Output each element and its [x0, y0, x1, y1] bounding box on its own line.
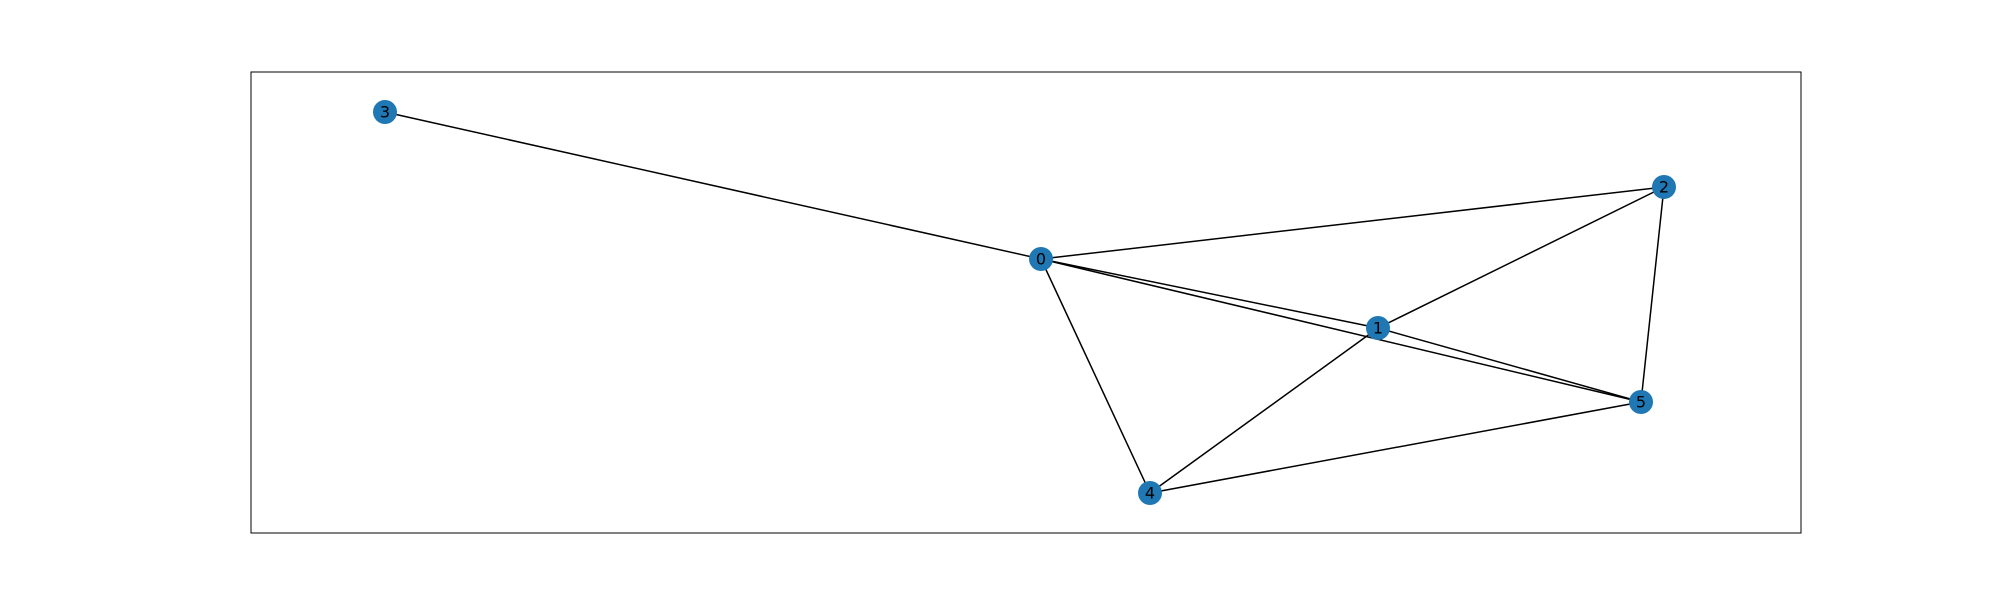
node-label: 3 [380, 103, 390, 122]
edge-0-3 [384, 111, 1042, 260]
node-circle [1366, 316, 1390, 340]
edge-2-5 [1640, 186, 1665, 403]
nodes-layer: 0 1 2 3 4 5 [373, 100, 1676, 505]
edge-1-4 [1149, 327, 1379, 494]
node-label: 2 [1659, 178, 1669, 197]
node-1: 1 [1366, 316, 1390, 340]
node-label: 5 [1636, 393, 1646, 412]
node-4: 4 [1138, 481, 1162, 505]
node-circle [1652, 175, 1676, 199]
node-5: 5 [1629, 390, 1653, 414]
node-circle [1029, 247, 1053, 271]
edge-1-5 [1377, 327, 1642, 403]
node-label: 1 [1373, 319, 1383, 338]
edge-0-1 [1040, 258, 1379, 329]
node-3: 3 [373, 100, 397, 124]
node-2: 2 [1652, 175, 1676, 199]
plot-frame [250, 71, 1802, 534]
edge-0-5 [1040, 258, 1642, 403]
node-label: 4 [1145, 484, 1155, 503]
node-circle [373, 100, 397, 124]
node-0: 0 [1029, 247, 1053, 271]
node-circle [1629, 390, 1653, 414]
edges-layer [384, 111, 1665, 494]
edge-4-5 [1149, 401, 1642, 494]
edge-1-2 [1377, 186, 1665, 329]
node-circle [1138, 481, 1162, 505]
edge-0-4 [1040, 258, 1151, 494]
node-label: 0 [1036, 250, 1046, 269]
edge-0-2 [1040, 186, 1665, 260]
